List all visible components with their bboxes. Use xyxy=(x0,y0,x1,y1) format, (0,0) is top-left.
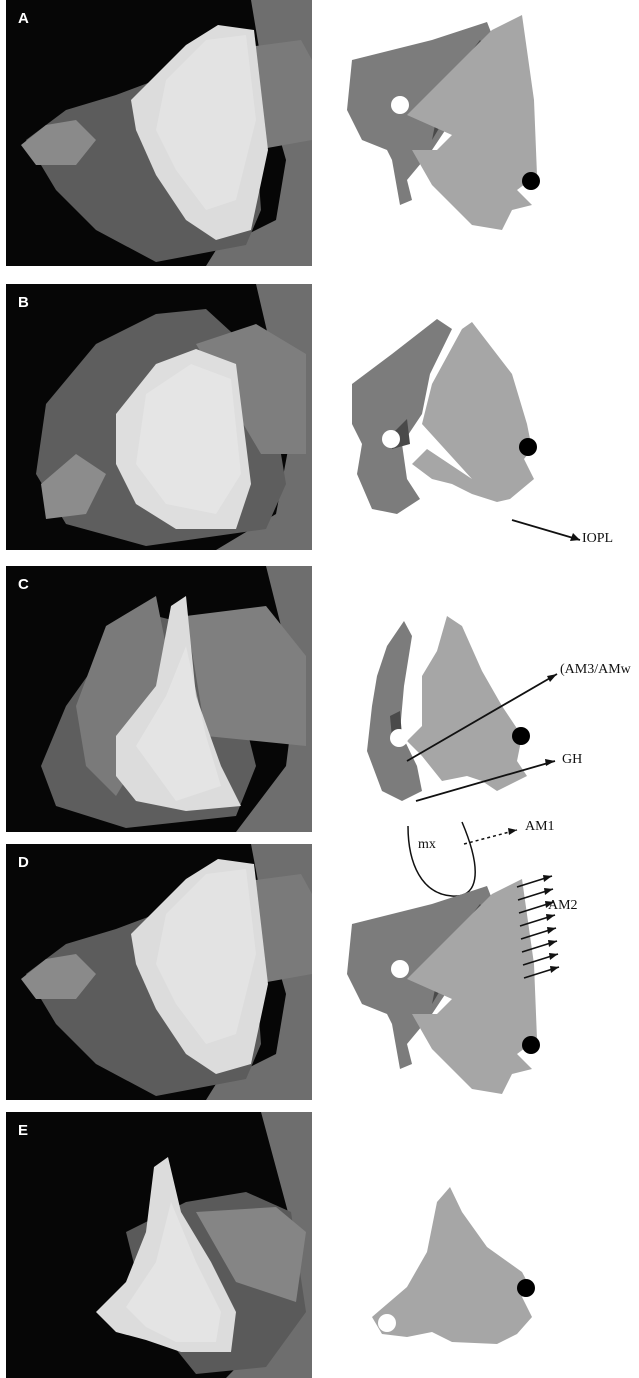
panel-b: B IOPL xyxy=(6,284,636,550)
annotation-gh: GH xyxy=(562,752,582,768)
dark-element-c xyxy=(367,621,422,801)
iopl-arrowhead xyxy=(570,533,580,541)
black-joint-b xyxy=(519,438,537,456)
panel-a: A xyxy=(6,0,636,266)
panel-label: C xyxy=(18,576,29,593)
panel-c: C (AM3/AMw GH xyxy=(6,566,636,832)
annotation-iopl: IOPL xyxy=(582,531,613,547)
photo-d: D xyxy=(6,844,312,1100)
black-joint-c xyxy=(512,727,530,745)
panel-label: A xyxy=(18,10,29,27)
panel-label: B xyxy=(18,294,29,311)
schematic-b: IOPL xyxy=(312,284,639,550)
gh-arrowhead xyxy=(545,759,555,766)
schematic-e xyxy=(312,1112,639,1378)
schematic-d: mx AM1 AM2 xyxy=(312,834,639,1100)
light-element-e xyxy=(372,1187,532,1344)
annotation-am1: AM1 xyxy=(525,819,555,835)
white-joint-a xyxy=(391,96,409,114)
white-joint-d xyxy=(391,960,409,978)
black-joint-a xyxy=(522,172,540,190)
black-joint-e xyxy=(517,1279,535,1297)
annotation-am3-amw: (AM3/AMw xyxy=(560,662,631,678)
panel-d: D mx AM1 AM2 xyxy=(6,834,636,1100)
annotation-am2: AM2 xyxy=(548,898,578,914)
annotation-mx: mx xyxy=(418,837,436,853)
am3-arrowhead xyxy=(547,674,557,682)
panel-label: E xyxy=(18,1122,28,1139)
white-joint-b xyxy=(382,430,400,448)
photo-c: C xyxy=(6,566,312,832)
panel-label: D xyxy=(18,854,29,871)
photo-b: B xyxy=(6,284,312,550)
black-joint-d xyxy=(522,1036,540,1054)
white-joint-c xyxy=(390,729,408,747)
schematic-a xyxy=(312,0,639,266)
panel-e: E xyxy=(6,1112,636,1378)
iopl-arrow-line xyxy=(512,520,580,540)
photo-e: E xyxy=(6,1112,312,1378)
schematic-c: (AM3/AMw GH xyxy=(312,566,639,832)
white-joint-e xyxy=(378,1314,396,1332)
mx-outline xyxy=(408,822,475,896)
light-element-c xyxy=(407,616,527,791)
photo-a: A xyxy=(6,0,312,266)
